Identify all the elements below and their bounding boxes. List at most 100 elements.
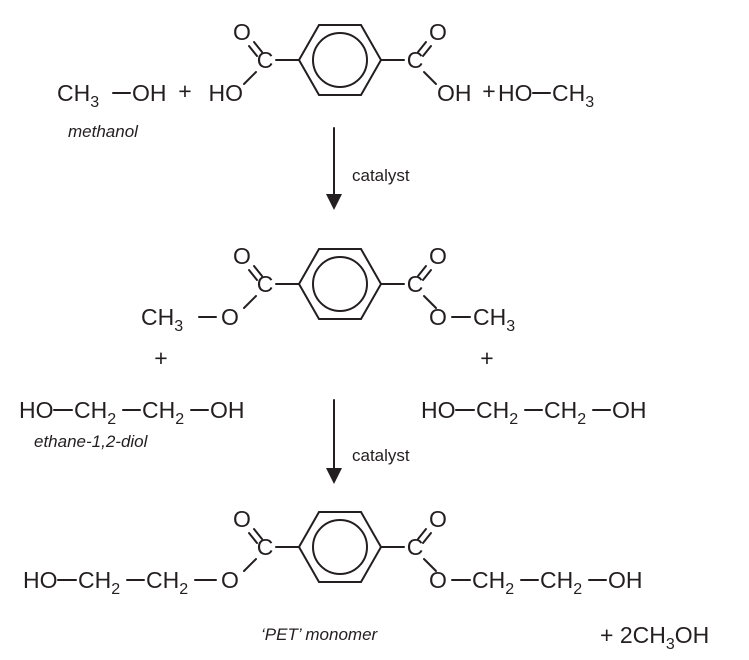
monomer-right-ch2b-ch: CH [540,567,573,593]
ester-oxygen-left-2: O [221,304,239,330]
bond-c-o-double-a-left-2 [253,265,263,277]
diol-right-ch2a-ch: CH [476,397,509,423]
ester-oxygen-right-2: O [429,304,447,330]
methanol-left-oh: OH [132,80,167,106]
benzene-ring-3 [297,511,383,583]
reaction-arrow-2: catalyst [326,399,410,484]
byproduct-prefix: + 2CH [600,622,666,648]
bond-c-o-left-2 [243,295,257,309]
methanol-right-ho: HO [498,80,533,106]
diol-right-ch2b: CH2 [544,397,586,428]
arrow-head-1 [326,194,342,210]
arrow-head-2 [326,468,342,484]
catalyst-label-1: catalyst [352,166,410,185]
bond-c-o-double-a-right-3 [417,528,427,540]
bond-c-o-double-a-left-3 [253,528,263,540]
methanol-right-ch: CH [552,80,585,106]
diol-left-ch2b-ch: CH [142,397,175,423]
monomer-left-ch2a-sub: 2 [111,581,120,598]
bond-c-o-double-b-left-1 [248,45,258,57]
oxygen-left-2: O [233,243,251,269]
methyl-left-2-ch: CH [141,304,174,330]
reaction-arrow-1: catalyst [326,127,410,210]
bond-c-o-left-3 [243,558,257,572]
aromatic-circle-1 [312,32,368,88]
ester-oxygen-right-3: O [429,567,447,593]
oxygen-left-1: O [233,19,251,45]
byproduct-suffix: OH [675,622,710,648]
methyl-right-2-ch: CH [473,304,506,330]
terephthalic-acid: C C O O HO OH [209,19,472,106]
monomer-left-ho: HO [23,567,58,593]
oxygen-left-3: O [233,506,251,532]
ester-oxygen-left-3: O [221,567,239,593]
monomer-left-ch2a-ch: CH [78,567,111,593]
pet-monomer: C C O O O O HO CH2 CH2 CH2 CH2 OH [23,506,643,598]
diol-right-oh: OH [612,397,647,423]
bond-c-o-double-b-left-3 [248,532,258,544]
pet-monomer-label: ‘PET’ monomer [261,625,379,644]
methanol-right-formula: CH3 [552,80,594,111]
dimethyl-terephthalate: C C O O O O CH3 CH3 [141,243,515,335]
diol-left-ch2b: CH2 [142,397,184,428]
monomer-right-ch2b-sub: 2 [573,581,582,598]
methyl-left-2-sub: 3 [174,318,183,335]
ethane-diol-right: HO CH2 CH2 OH [421,397,647,428]
bond-c-o-double-b-right-1 [422,45,432,57]
bond-c-o-double-a-right-2 [417,265,427,277]
bond-c-oh-left-1 [243,71,257,85]
methanol-left: CH3 OH methanol [57,80,167,141]
aromatic-circle-2 [312,256,368,312]
carbonyl-carbon-left-3: C [257,534,274,560]
monomer-right-ch2a: CH2 [472,567,514,598]
bond-c-o-double-a-right-1 [417,41,427,53]
benzene-ring-1 [297,24,383,96]
plus-sign-1-left: + [178,78,191,104]
acid-ho: HO [209,80,244,106]
benzene-ring-2 [297,248,383,320]
bond-c-o-double-b-right-2 [422,269,432,281]
monomer-left-ch2b-sub: 2 [179,581,188,598]
methanol-right-sub: 3 [585,94,594,111]
methyl-right-2-sub: 3 [506,318,515,335]
diol-right-ch2b-ch: CH [544,397,577,423]
plus-sign-1-right: + [482,78,495,104]
methanol-left-ch: CH [57,80,90,106]
methanol-left-formula: CH3 [57,80,99,111]
carbonyl-carbon-left-2: C [257,271,274,297]
bond-c-o-right-2 [423,295,437,309]
bond-c-o-double-a-left-1 [253,41,263,53]
monomer-right-ch2a-sub: 2 [505,581,514,598]
catalyst-label-2: catalyst [352,446,410,465]
bond-c-o-double-b-right-3 [422,532,432,544]
bond-c-o-double-b-left-2 [248,269,258,281]
byproduct-methanol: + 2CH3OH [600,622,709,653]
diol-left-ch2a: CH2 [74,397,116,428]
monomer-left-ch2b: CH2 [146,567,188,598]
carbonyl-carbon-right-1: C [407,47,424,73]
diol-right-ch2a: CH2 [476,397,518,428]
methyl-left-2: CH3 [141,304,183,335]
diol-left-ch2a-ch: CH [74,397,107,423]
monomer-right-ch2a-ch: CH [472,567,505,593]
monomer-left-ch2b-ch: CH [146,567,179,593]
methanol-label: methanol [68,122,139,141]
oxygen-right-3: O [429,506,447,532]
diol-left-oh: OH [210,397,245,423]
bond-c-oh-right-1 [423,71,437,85]
diol-right-ch2b-sub: 2 [577,411,586,428]
methyl-right-2: CH3 [473,304,515,335]
diol-right-ch2a-sub: 2 [509,411,518,428]
byproduct-sub: 3 [666,636,675,653]
carbonyl-carbon-left-1: C [257,47,274,73]
diol-left-ch2b-sub: 2 [175,411,184,428]
methanol-right: HO CH3 [498,80,594,111]
plus-sign-2-right: + [480,345,493,371]
ethane-diol-left: HO CH2 CH2 OH ethane-1,2-diol [19,397,245,451]
aromatic-circle-3 [312,519,368,575]
diol-left-ho: HO [19,397,54,423]
diol-left-ch2a-sub: 2 [107,411,116,428]
carbonyl-carbon-right-2: C [407,271,424,297]
monomer-left-ch2a: CH2 [78,567,120,598]
